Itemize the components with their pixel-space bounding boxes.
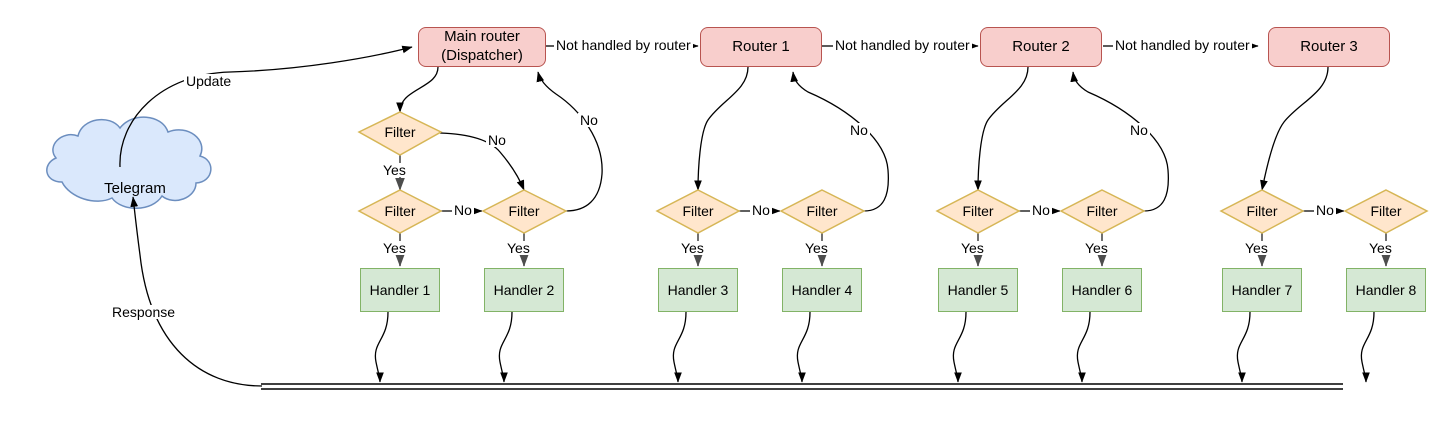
- edge-label-no-r2-return: No: [1128, 122, 1150, 138]
- filter-main-right-label: Filter: [508, 203, 540, 219]
- filter-r2-right-label: Filter: [1086, 203, 1118, 219]
- edge-label-no-r1-mid: No: [750, 202, 772, 218]
- edge-label-no-r2-mid: No: [1030, 202, 1052, 218]
- filter-r2-left-label: Filter: [962, 203, 994, 219]
- router-main-label-line2: (Dispatcher): [441, 47, 523, 64]
- edge-main-return-no: [536, 71, 603, 212]
- handler-4[interactable]: Handler 4: [782, 268, 862, 312]
- filter-r1-right-label: Filter: [806, 203, 838, 219]
- router-3-label: Router 3: [1300, 37, 1358, 55]
- response-collector-bus: [261, 383, 1343, 390]
- edge-label-no-main-return: No: [578, 112, 600, 128]
- edge-label-yes-2: Yes: [505, 240, 532, 256]
- filter-r1-left-label: Filter: [682, 203, 714, 219]
- edge-label-not-handled-1: Not handled by router: [554, 37, 693, 53]
- filter-r3-left-label: Filter: [1246, 203, 1278, 219]
- handler-6-label: Handler 6: [1071, 282, 1133, 298]
- edge-label-not-handled-3: Not handled by router: [1113, 37, 1252, 53]
- edge-label-yes-1: Yes: [381, 240, 408, 256]
- edge-label-yes-6: Yes: [1083, 240, 1110, 256]
- handler-3-label: Handler 3: [667, 282, 729, 298]
- edge-label-yes-3: Yes: [679, 240, 706, 256]
- edge-label-no-main-mid: No: [452, 202, 474, 218]
- handler-5-label: Handler 5: [947, 282, 1009, 298]
- router-main[interactable]: Main router (Dispatcher): [418, 27, 546, 67]
- router-2-label: Router 2: [1012, 37, 1070, 55]
- router-1[interactable]: Router 1: [700, 27, 822, 67]
- edge-label-yes-7: Yes: [1243, 240, 1270, 256]
- edge-label-not-handled-2: Not handled by router: [833, 37, 972, 53]
- handler-1[interactable]: Handler 1: [360, 268, 440, 312]
- handler-7-label: Handler 7: [1231, 282, 1293, 298]
- telegram-cloud-shape: [46, 116, 212, 209]
- router-3[interactable]: Router 3: [1268, 27, 1390, 67]
- telegram-cloud-label: Telegram: [104, 180, 166, 197]
- edge-label-yes-4: Yes: [803, 240, 830, 256]
- edge-main-to-topfilter: [396, 66, 439, 113]
- edge-label-no-r1-return: No: [848, 122, 870, 138]
- edge-update: [119, 45, 413, 168]
- filter-diamond-shapes: [357, 111, 1429, 234]
- handler-4-label: Handler 4: [791, 282, 853, 298]
- edge-label-no-main-top: No: [486, 132, 508, 148]
- router-main-label-line1: Main router: [444, 28, 520, 46]
- edge-response: [130, 196, 263, 387]
- edge-label-update: Update: [184, 73, 234, 89]
- filter-main-top-label: Filter: [384, 124, 416, 140]
- router-2[interactable]: Router 2: [980, 27, 1102, 67]
- handler-1-label: Handler 1: [369, 282, 431, 298]
- edge-main-topfilter-no: [439, 132, 525, 191]
- router-1-label: Router 1: [732, 37, 790, 55]
- handler-2-label: Handler 2: [493, 282, 555, 298]
- edge-label-yes-5: Yes: [959, 240, 986, 256]
- handler-8-label: Handler 8: [1355, 282, 1417, 298]
- handler-8[interactable]: Handler 8: [1346, 268, 1426, 312]
- edge-label-response: Response: [110, 304, 178, 320]
- handler-3[interactable]: Handler 3: [658, 268, 738, 312]
- handler-5[interactable]: Handler 5: [938, 268, 1018, 312]
- handler-6[interactable]: Handler 6: [1062, 268, 1142, 312]
- edge-label-yes-8: Yes: [1367, 240, 1394, 256]
- handler-2[interactable]: Handler 2: [484, 268, 564, 312]
- edge-label-no-r3-mid: No: [1314, 202, 1336, 218]
- filter-r3-right-label: Filter: [1370, 203, 1402, 219]
- filter-main-left-label: Filter: [384, 203, 416, 219]
- edge-label-yes-main-top: Yes: [381, 162, 408, 178]
- handler-7[interactable]: Handler 7: [1222, 268, 1302, 312]
